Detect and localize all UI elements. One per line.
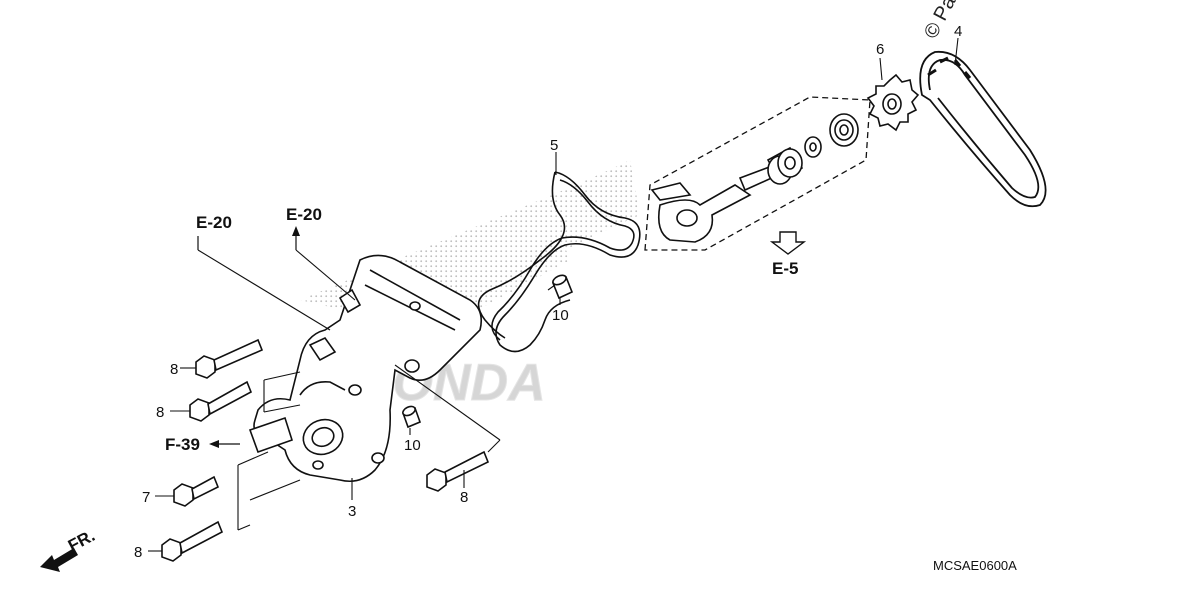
front-direction-arrow-icon [40,548,78,572]
impeller-shaft [650,164,778,243]
e20-right-arrow-icon [292,226,300,250]
gasket [477,171,641,353]
oil-seal [804,136,822,158]
e5-arrow-icon [769,231,807,255]
flange-bolt-b [189,380,253,422]
part-number-4: 4 [954,23,962,40]
drive-chain [919,50,1047,208]
diagram-code: MCSAE0600A [933,558,1017,573]
part-number-8-c: 8 [134,544,142,561]
ref-e20-left[interactable]: E-20 [196,213,232,232]
part-number-5: 5 [550,137,558,154]
part-number-8-d: 8 [460,489,468,506]
part-number-10-a: 10 [552,307,569,324]
part-number-10-b: 10 [404,437,421,454]
part-number-6: 6 [876,41,884,58]
flange-bolt-d [426,450,490,492]
f39-arrow-icon [209,440,240,448]
water-pump-cover [248,254,483,483]
part-number-8-a: 8 [170,361,178,378]
ref-e20-right[interactable]: E-20 [286,205,322,224]
ref-e5[interactable]: E-5 [772,259,798,278]
part-number-8-b: 8 [156,404,164,421]
flange-bolt-short [173,475,220,507]
dowel-pin-upper [551,274,574,300]
ref-f39[interactable]: F-39 [165,435,200,454]
part-number-3: 3 [348,503,356,520]
part-number-7: 7 [142,489,150,506]
bearing [829,113,859,147]
dowel-pin-lower [401,405,422,429]
flange-bolt-a [195,338,264,379]
sprocket [866,73,920,132]
copyright-watermark: © Partzilla [920,0,983,42]
mechanical-seal [766,146,804,185]
leader-lines [148,37,959,552]
flange-bolt-c [161,520,224,562]
assembly-dashed-outline [644,96,871,251]
